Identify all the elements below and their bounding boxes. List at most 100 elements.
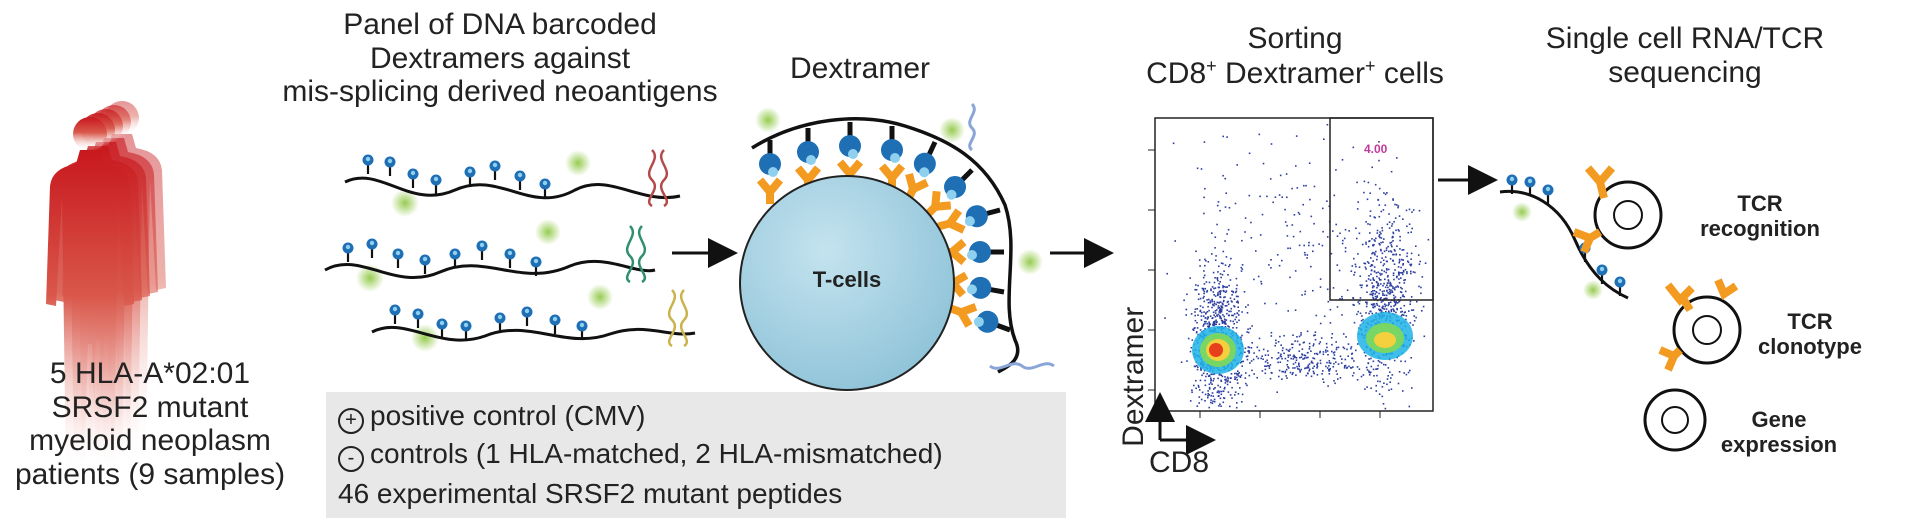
scatter-point [1309,198,1311,201]
scatter-point [1316,367,1318,369]
scatter-point [1395,286,1397,288]
sequencing-title: Single cell RNA/TCR sequencing [1505,22,1865,89]
scatter-point [1378,308,1380,311]
scatter-point [1304,254,1306,256]
scatter-point [1314,331,1317,333]
scatter-point [1346,366,1348,369]
scatter-point [1303,251,1306,254]
scatter-point [1376,367,1379,370]
scatter-point [1230,373,1233,375]
scatter-point [1258,349,1261,352]
scatter-point [1316,362,1319,365]
scatter-point [1417,254,1420,256]
scatter-point [1389,242,1391,244]
scatter-point [1321,373,1323,375]
scatter-point [1365,301,1367,304]
scatter-point [1378,187,1381,190]
scatter-point [1326,288,1329,291]
scatter-point [1365,366,1368,369]
scatter-point [1241,393,1244,396]
scatter-point [1201,374,1203,377]
scatter-point [1423,335,1426,338]
scatter-point [1267,364,1269,367]
scatter-point [1370,310,1372,313]
scatter-point [1353,304,1355,306]
scatter-point [1239,375,1242,378]
scatter-point [1236,164,1238,166]
scatter-point [1332,287,1335,289]
scatter-point [1227,303,1230,305]
scatter-point [1421,310,1423,312]
scatter-point [1219,273,1222,275]
scatter-point [1210,377,1212,379]
scatter-point [1300,368,1302,371]
scatter-point [1225,305,1228,307]
scatter-point [1180,361,1183,363]
scatter-point [1211,299,1213,301]
scatter-point [1390,241,1393,244]
scatter-point [1418,209,1421,212]
scatter-point [1329,367,1331,370]
scatter-point [1366,261,1369,263]
scatter-point [1289,276,1291,279]
scatter-point [1194,319,1197,322]
scatter-point [1269,377,1272,380]
scatter-point [1216,278,1219,280]
scatter-point [1392,274,1395,277]
scatter-point [1386,192,1388,194]
scatter-point [1224,326,1227,328]
scatter-point [1302,341,1305,344]
scatter-point [1286,196,1288,199]
tcr-clonotype-line-1: TCR [1787,309,1833,334]
scatter-point [1328,362,1331,364]
scatter-point [1394,269,1396,271]
dna-barcode-icon [625,149,689,348]
scatter-point [1198,389,1201,391]
scatter-point [1207,396,1209,399]
scatter-point [1294,340,1296,342]
scatter-point [1214,277,1216,279]
scatter-point [1336,235,1339,237]
scatter-point [1372,360,1375,363]
scatter-point [1219,397,1222,400]
scatter-point [1370,371,1372,374]
scatter-point [1236,321,1238,324]
scatter-point [1307,367,1309,369]
scatter-point [1221,302,1224,305]
scatter-point [1399,291,1402,293]
scatter-point [1370,303,1373,306]
scatter-point [1373,285,1375,288]
scatter-point [1346,289,1349,291]
scatter-point [1237,370,1239,372]
scatter-point [1396,275,1398,278]
scatter-point [1383,290,1385,292]
scatter-point [1234,291,1237,294]
scatter-point [1390,377,1392,379]
scatter-point [1295,374,1297,376]
scatter-point [1203,283,1206,285]
scatter-point [1216,223,1218,226]
scatter-point [1386,378,1389,380]
scatter-point [1401,258,1403,261]
scatter-point [1220,374,1222,376]
scatter-point [1232,291,1235,294]
scatter-point [1219,386,1222,388]
scatter-point [1186,293,1188,296]
scatter-point [1207,390,1209,392]
scatter-point [1270,331,1273,334]
scatter-point [1382,209,1385,211]
scatter-point [1264,365,1266,367]
scatter-point [1196,321,1198,324]
scatter-point [1300,334,1302,336]
scatter-point [1335,370,1338,372]
scatter-point [1213,323,1216,326]
scatter-point [1299,371,1301,373]
scatter-point [1401,295,1404,297]
scatter-point [1210,288,1212,290]
patients-line-3: myeloid neoplasm [29,424,271,458]
scatter-point [1372,285,1374,287]
scatter-point [1327,353,1329,356]
scatter-point [1203,141,1206,143]
scatter-point [1399,300,1401,302]
scatter-point [1363,191,1365,194]
